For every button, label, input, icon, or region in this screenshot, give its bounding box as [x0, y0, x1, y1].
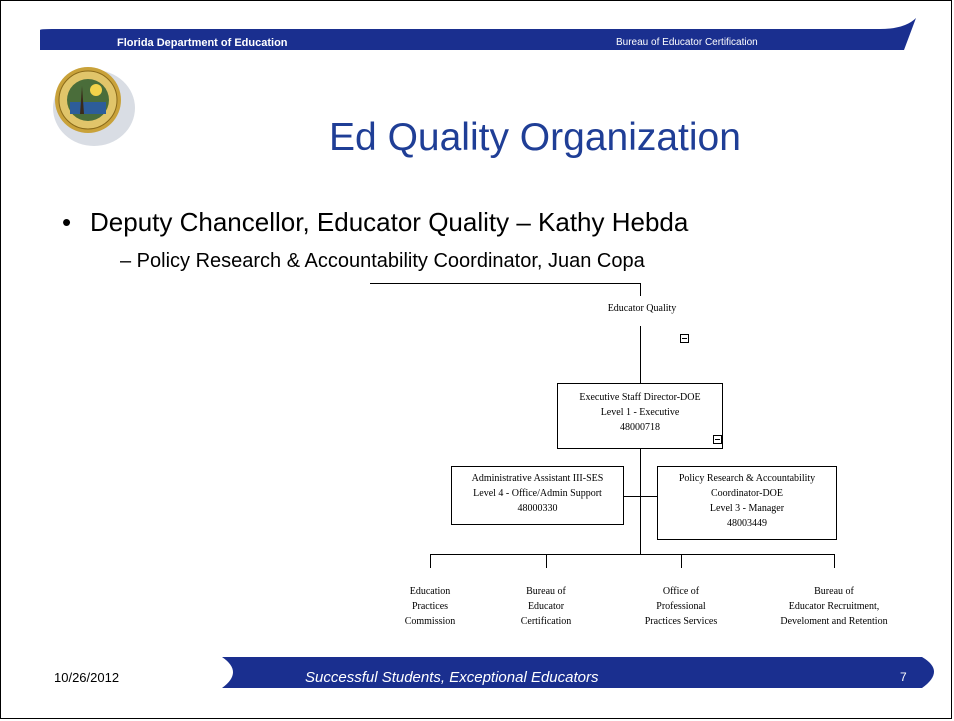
unit-line: Bureau of: [526, 586, 566, 597]
unit-line: Certification: [520, 616, 572, 627]
org-unit: Bureau of Educator Recruitment, Develome…: [764, 584, 904, 629]
executive-position-number: 48000718: [620, 422, 660, 433]
unit-line: Professional: [656, 601, 706, 612]
org-name: Florida Department of Education: [117, 37, 288, 49]
unit-line: Office of: [662, 586, 700, 597]
slide-title: Ed Quality Organization: [329, 116, 741, 159]
unit-line: Practices Services: [644, 616, 718, 627]
sub-bullet-item: – Policy Research & Accountability Coord…: [120, 250, 645, 272]
footer-band-shape: [222, 657, 934, 688]
footer-date: 10/26/2012: [54, 670, 120, 685]
org-node-policy-research: Policy Research & Accountability Coordin…: [657, 466, 837, 540]
org-unit: Office of Professional Practices Service…: [621, 584, 741, 629]
unit-line: Education: [409, 586, 451, 597]
unit-line: Bureau of: [814, 586, 854, 597]
policy-level: Level 3 - Manager: [709, 503, 785, 514]
bullet-item: • Deputy Chancellor, Educator Quality – K…: [62, 207, 688, 238]
footer-slogan: Successful Students, Exceptional Educato…: [305, 669, 599, 686]
org-unit: Bureau of Educator Certification: [496, 584, 596, 629]
header-band-shape: [40, 18, 916, 50]
unit-line: Educator Recruitment,: [788, 601, 880, 612]
org-node-educator-quality: Educator Quality: [607, 303, 677, 314]
org-unit: Education Practices Commission: [380, 584, 480, 629]
admin-title: Administrative Assistant III-SES: [471, 473, 604, 484]
org-node-executive: Executive Staff Director-DOE Level 1 - E…: [557, 383, 723, 449]
executive-level: Level 1 - Executive: [600, 407, 680, 418]
page-number: 7: [900, 670, 907, 684]
bureau-name: Bureau of Educator Certification: [616, 37, 758, 48]
header-band: [0, 0, 954, 52]
executive-title: Executive Staff Director-DOE: [579, 392, 701, 403]
collapse-toggle-icon[interactable]: [713, 435, 722, 444]
admin-level: Level 4 - Office/Admin Support: [473, 488, 602, 499]
unit-line: Commission: [404, 616, 456, 627]
state-seal-icon: [53, 67, 135, 146]
policy-title-line2: Coordinator-DOE: [710, 488, 783, 499]
footer-band: [0, 655, 954, 695]
policy-title-line1: Policy Research & Accountability: [678, 473, 816, 484]
bullet-text: Deputy Chancellor, Educator Quality – Ka…: [90, 207, 689, 237]
unit-line: Educator: [527, 601, 565, 612]
org-node-admin-assistant: Administrative Assistant III-SES Level 4…: [451, 466, 624, 525]
policy-position-number: 48003449: [727, 518, 767, 529]
collapse-toggle-icon[interactable]: [680, 334, 689, 343]
unit-line: Develoment and Retention: [780, 616, 888, 627]
admin-position-number: 48000330: [517, 503, 558, 514]
bullet-dot-icon: •: [62, 207, 72, 237]
unit-line: Practices: [411, 601, 449, 612]
